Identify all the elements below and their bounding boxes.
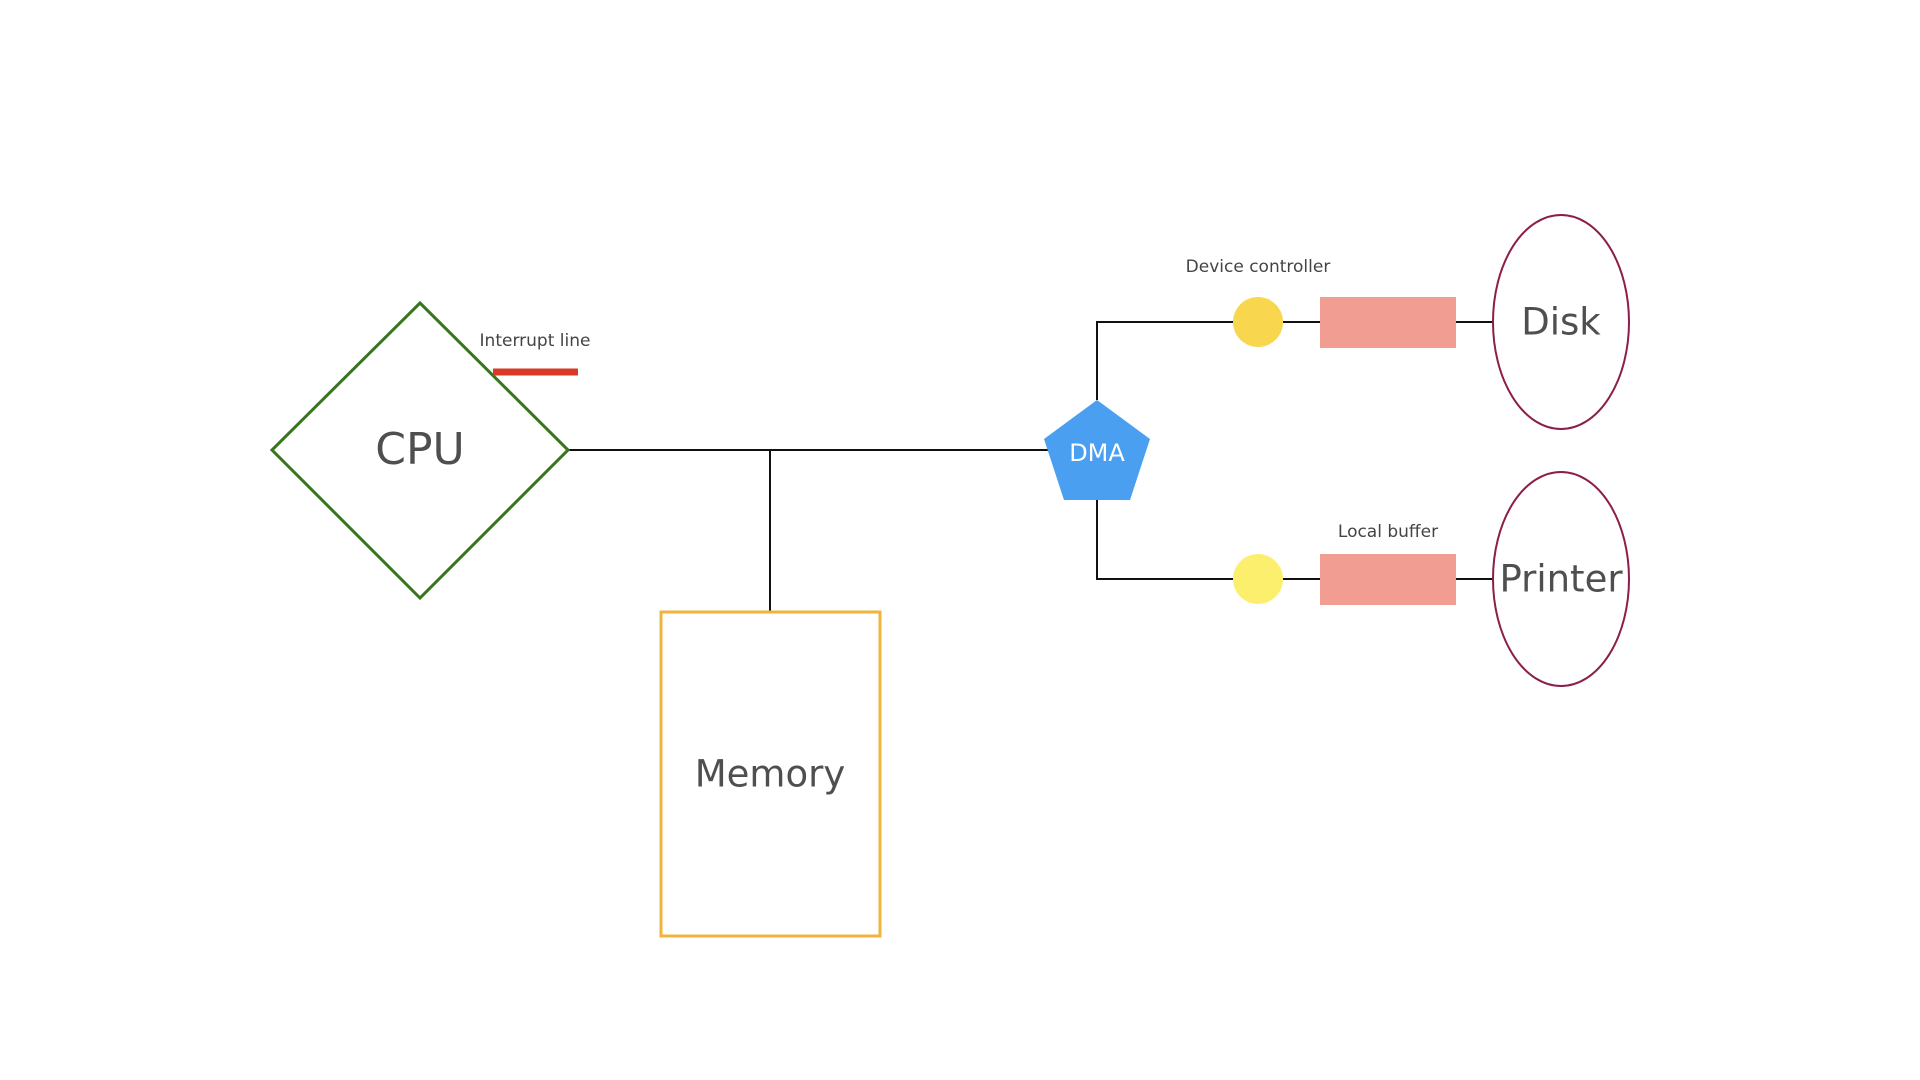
printer-branch: Local buffer Printer xyxy=(1233,471,1630,687)
disk-label: Disk xyxy=(1521,301,1601,344)
disk-ellipse xyxy=(1492,214,1630,430)
memory-node[interactable]: Memory xyxy=(659,610,882,938)
disk-local-buffer[interactable] xyxy=(1320,297,1456,348)
cpu-node[interactable]: CPU xyxy=(269,300,571,601)
disk-branch: Device controller Disk xyxy=(1186,214,1630,430)
wire-dma-disk-controller xyxy=(1096,321,1233,400)
dma-pentagon xyxy=(1044,400,1150,500)
connections xyxy=(568,321,1493,611)
printer-ellipse xyxy=(1492,471,1630,687)
memory-label: Memory xyxy=(695,753,845,796)
disk-device-controller[interactable] xyxy=(1233,297,1283,347)
printer-node[interactable]: Printer xyxy=(1492,471,1630,687)
wire-dma-printer-controller xyxy=(1096,500,1233,580)
cpu-diamond xyxy=(269,300,571,601)
disk-node[interactable]: Disk xyxy=(1492,214,1630,430)
printer-device-controller[interactable] xyxy=(1233,554,1283,604)
memory-box xyxy=(659,610,882,938)
device-controller-label: Device controller xyxy=(1186,257,1331,277)
cpu-label: CPU xyxy=(375,424,464,475)
printer-label: Printer xyxy=(1499,558,1623,601)
dma-node[interactable]: DMA xyxy=(1044,400,1150,500)
printer-local-buffer[interactable] xyxy=(1320,554,1456,605)
interrupt-line-annotation: Interrupt line xyxy=(480,331,591,376)
interrupt-line-label: Interrupt line xyxy=(480,331,591,351)
local-buffer-label: Local buffer xyxy=(1338,522,1438,542)
dma-label: DMA xyxy=(1069,439,1125,467)
